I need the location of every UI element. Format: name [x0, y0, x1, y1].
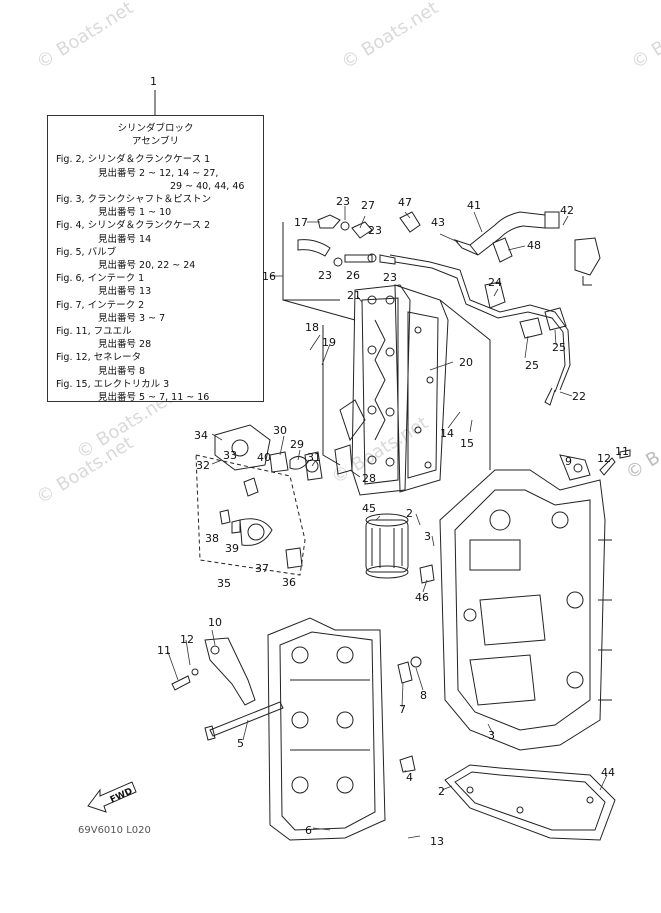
legend-ref-numbers: 見出番号 3 ~ 7 — [98, 312, 166, 324]
legend-subtitle: アセンブリ — [131, 136, 180, 148]
callout-2: 2 — [438, 785, 445, 798]
callout-39: 39 — [225, 542, 239, 555]
callout-11: 11 — [615, 445, 629, 458]
callout-17: 17 — [294, 216, 308, 229]
callout-18: 18 — [305, 321, 319, 334]
legend-fig-reference: Fig. 4, シリンダ＆クランクケース 2 — [56, 220, 211, 232]
callout-41: 41 — [467, 199, 481, 212]
callout-26: 26 — [346, 269, 360, 282]
legend-fig-reference: Fig. 3, クランクシャフト＆ピストン — [56, 194, 212, 206]
callout-6: 6 — [305, 824, 312, 837]
legend-ref-numbers: 見出番号 5 ~ 7, 11 ~ 16 — [98, 392, 210, 404]
callout-20: 20 — [459, 356, 473, 369]
callout-15: 15 — [460, 437, 474, 450]
callout-8: 8 — [420, 689, 427, 702]
callout-13: 13 — [430, 835, 444, 848]
callout-9: 9 — [565, 455, 572, 468]
legend-ref-numbers: 見出番号 13 — [98, 286, 152, 298]
legend-fig-reference: Fig. 12, セネレータ — [56, 352, 142, 364]
callout-22: 22 — [572, 390, 586, 403]
drawing-code: 69V6010 L020 — [78, 825, 151, 836]
callout-3: 3 — [488, 729, 495, 742]
legend-ref-numbers: 見出番号 1 ~ 10 — [98, 207, 172, 219]
callout-29: 29 — [290, 438, 304, 451]
callout-31: 31 — [307, 451, 321, 464]
legend-ref-numbers: 見出番号 20, 22 ~ 24 — [98, 260, 196, 272]
callout-27: 27 — [361, 199, 375, 212]
callout-23: 23 — [336, 195, 350, 208]
callout-35: 35 — [217, 577, 231, 590]
legend-fig-reference: Fig. 11, フユエル — [56, 326, 132, 338]
callout-14: 14 — [440, 427, 454, 440]
callout-23: 23 — [368, 224, 382, 237]
callout-37: 37 — [255, 562, 269, 575]
legend-fig-reference: Fig. 5, バルブ — [56, 246, 117, 258]
callout-28: 28 — [362, 472, 376, 485]
callout-38: 38 — [205, 532, 219, 545]
callout-33: 33 — [223, 449, 237, 462]
callout-1: 1 — [150, 75, 157, 88]
callout-44: 44 — [601, 766, 615, 779]
callout-7: 7 — [399, 703, 406, 716]
callout-43: 43 — [431, 216, 445, 229]
callout-34: 34 — [194, 429, 208, 442]
legend-ref-numbers: 見出番号 8 — [98, 365, 146, 377]
callout-12: 12 — [597, 452, 611, 465]
callout-47: 47 — [398, 196, 412, 209]
callout-32: 32 — [196, 459, 210, 472]
callout-16: 16 — [262, 270, 276, 283]
callout-46: 46 — [415, 591, 429, 604]
legend-ref-numbers: 29 ~ 40, 44, 46 — [170, 180, 245, 192]
legend-ref-numbers: 見出番号 28 — [98, 339, 152, 351]
legend-ref-numbers: 見出番号 14 — [98, 233, 152, 245]
legend-fig-reference: Fig. 6, インテーク 1 — [56, 273, 145, 285]
callout-45: 45 — [362, 502, 376, 515]
callout-12: 12 — [180, 633, 194, 646]
callout-3: 3 — [424, 530, 431, 543]
callout-21: 21 — [347, 289, 361, 302]
callout-5: 5 — [237, 737, 244, 750]
callout-30: 30 — [273, 424, 287, 437]
legend-fig-reference: Fig. 7, インテーク 2 — [56, 299, 145, 311]
callout-2: 2 — [406, 507, 413, 520]
callout-10: 10 — [208, 616, 222, 629]
legend-fig-reference: Fig. 2, シリンダ＆クランクケース 1 — [56, 154, 211, 166]
callout-36: 36 — [282, 576, 296, 589]
legend-ref-numbers: 見出番号 2 ~ 12, 14 ~ 27, — [98, 167, 219, 179]
callout-25: 25 — [525, 359, 539, 372]
callout-4: 4 — [406, 771, 413, 784]
callout-48: 48 — [527, 239, 541, 252]
callout-23: 23 — [318, 269, 332, 282]
legend-title: シリンダブロック — [117, 123, 194, 134]
callout-23: 23 — [383, 271, 397, 284]
callout-42: 42 — [560, 204, 574, 217]
callout-25: 25 — [552, 341, 566, 354]
callout-19: 19 — [322, 336, 336, 349]
callout-11: 11 — [157, 644, 171, 657]
callout-40: 40 — [257, 451, 271, 464]
legend-fig-reference: Fig. 15, エレクトリカル 3 — [56, 378, 170, 390]
callout-24: 24 — [488, 276, 502, 289]
